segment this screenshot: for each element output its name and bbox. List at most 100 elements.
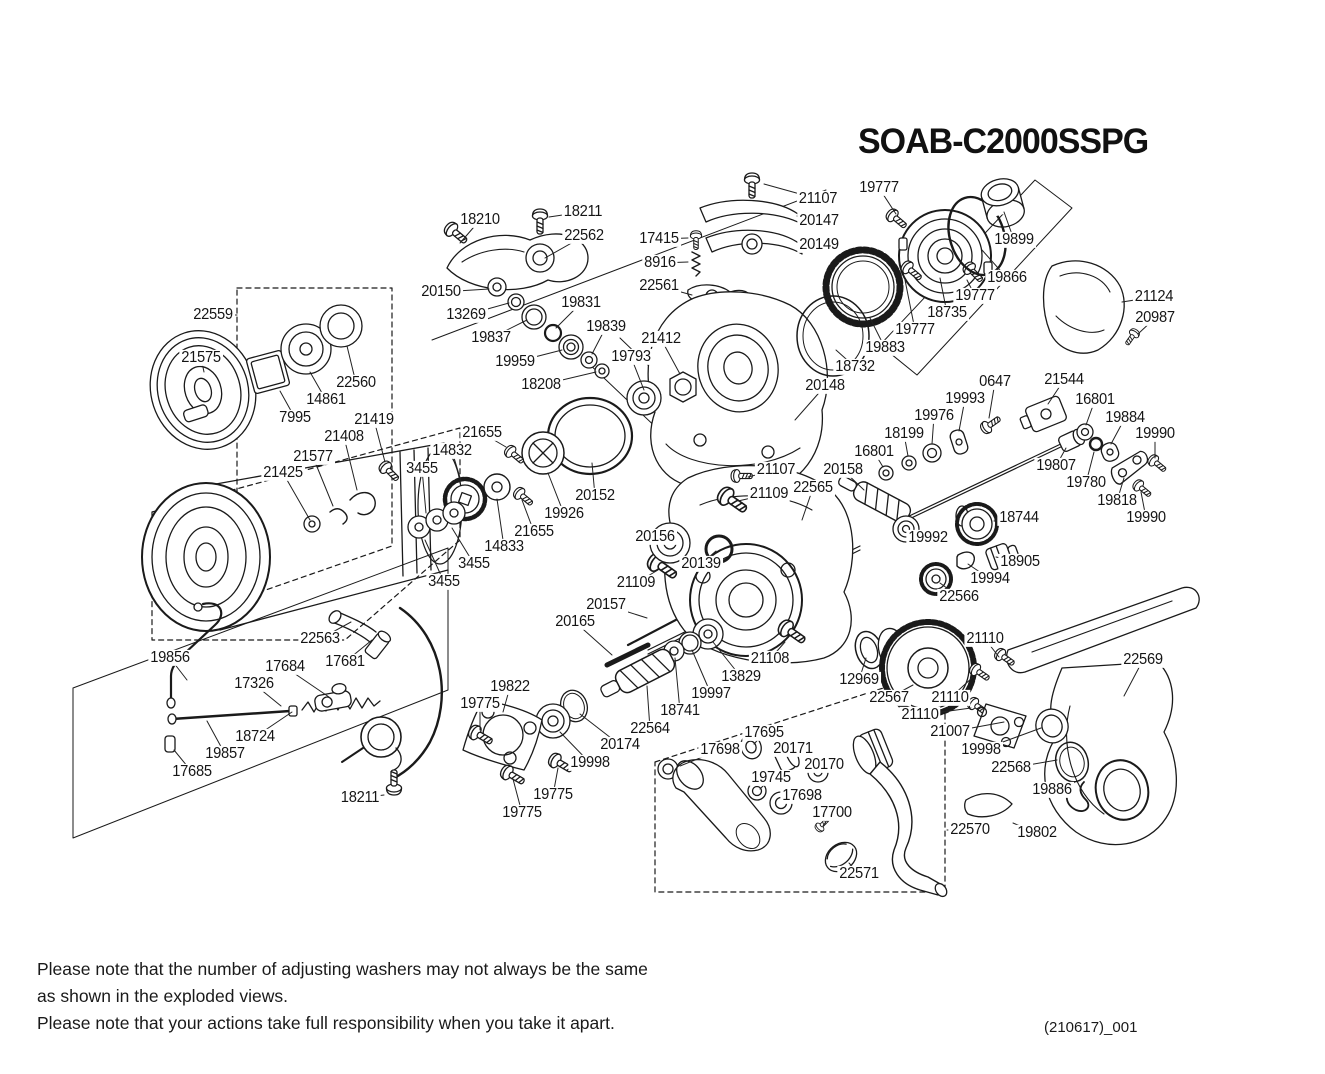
- leader-line: [440, 288, 490, 293]
- body-guard: [1042, 260, 1142, 354]
- leader-line: [253, 683, 282, 707]
- anti-reverse-group: [164, 602, 443, 796]
- footnote-line-2: as shown in the exploded views.: [37, 986, 288, 1006]
- leader-line: [931, 415, 935, 445]
- leader-line: [514, 349, 563, 363]
- leader-line: [547, 472, 565, 515]
- brake-arm: [964, 793, 1013, 818]
- leader-line: [646, 685, 651, 730]
- leader-line: [967, 563, 991, 580]
- spool-body: [141, 442, 463, 632]
- main-body-assembly: [462, 465, 854, 790]
- leader-line: [579, 713, 621, 746]
- leader-line: [481, 432, 507, 448]
- leader-line: [279, 390, 296, 419]
- leader-line: [574, 621, 613, 656]
- drag-discs: [280, 304, 363, 375]
- pinion-gear: [919, 562, 953, 596]
- leader-line: [312, 456, 334, 507]
- leader-line: [309, 371, 327, 401]
- leader-line: [658, 285, 693, 296]
- leader-line: [984, 638, 1000, 658]
- leader-line: [521, 499, 535, 533]
- leader-line: [319, 621, 352, 640]
- leader-line: [878, 187, 897, 215]
- rotor-assembly: [626, 172, 904, 501]
- drag-knob: [149, 330, 257, 450]
- leader-line: [763, 183, 819, 200]
- model-title: SOAB-C2000SSPG: [858, 122, 1149, 161]
- stopper-lever: [314, 683, 352, 712]
- leader-line: [552, 767, 559, 796]
- footnotes: Please note that the number of adjusting…: [37, 956, 648, 1037]
- leader-line: [635, 569, 659, 584]
- leader-line: [359, 794, 385, 799]
- leader-line: [691, 649, 712, 695]
- reel-foot: [1006, 586, 1200, 674]
- leader-line: [254, 711, 293, 738]
- leader-line: [1140, 491, 1147, 519]
- bearing-flange-plate: [462, 699, 543, 771]
- shaft-bracket: [1110, 450, 1149, 485]
- footnote-line-1: Please note that the number of adjusting…: [37, 959, 648, 979]
- leader-line: [343, 436, 358, 491]
- drag-plate: [245, 349, 291, 395]
- knob-cap: [824, 841, 858, 873]
- leader-line: [1055, 447, 1067, 467]
- leader-line: [173, 749, 193, 773]
- leader-line: [1137, 317, 1156, 335]
- leader-line: [1085, 451, 1095, 484]
- oscillating-gear: [442, 476, 488, 522]
- brake-spring-wire: [392, 606, 443, 780]
- handle-assembly: [657, 728, 948, 898]
- leader-line: [658, 237, 689, 240]
- pinion-cap: [985, 543, 1019, 571]
- leader-line: [459, 219, 481, 244]
- leader-line: [206, 720, 226, 755]
- spool-assembly: [141, 304, 463, 632]
- clutch-ring-group: [407, 396, 634, 539]
- leader-line: [835, 349, 856, 368]
- body-flange-plate: [973, 703, 1027, 749]
- connector-tube: [331, 611, 377, 643]
- leader-line: [1012, 822, 1038, 834]
- clutch-bushing: [980, 178, 1025, 228]
- leader-line: [958, 398, 966, 432]
- leader-line: [1110, 417, 1126, 445]
- leader-line: [548, 211, 584, 218]
- leader-line: [605, 604, 648, 619]
- leader-line: [591, 326, 607, 355]
- leader-line: [282, 472, 311, 521]
- leader-line: [346, 345, 357, 384]
- leader-line: [496, 498, 505, 548]
- leader-line: [540, 371, 597, 386]
- spool-small-parts: [303, 458, 403, 533]
- rotor-nut: [669, 371, 697, 403]
- reel-body-right: [964, 586, 1200, 846]
- leader-line: [559, 731, 591, 764]
- ratchet-gear: [822, 246, 904, 328]
- bail-arm-upper: [699, 199, 803, 225]
- leader-line: [873, 451, 884, 468]
- leader-line: [421, 468, 427, 514]
- leader-line: [904, 279, 916, 331]
- leader-line: [555, 302, 582, 329]
- leader-line: [988, 381, 996, 419]
- drive-gear: [879, 619, 977, 717]
- leader-line: [1121, 296, 1155, 303]
- group-boxes-dashed: [151, 287, 946, 893]
- leader-line: [798, 244, 820, 249]
- handle-knob: [672, 758, 771, 852]
- worm-gear: [600, 648, 676, 698]
- footnote-line-3: Please note that your actions take full …: [37, 1013, 615, 1033]
- leader-line: [848, 862, 860, 875]
- crank-arm: [869, 761, 943, 896]
- leader-line: [659, 261, 689, 264]
- leader-line: [284, 666, 330, 698]
- idle-gear: [955, 502, 999, 546]
- drag-lever-assembly: [441, 208, 610, 379]
- leader-line: [674, 657, 681, 712]
- leader-line: [490, 319, 528, 339]
